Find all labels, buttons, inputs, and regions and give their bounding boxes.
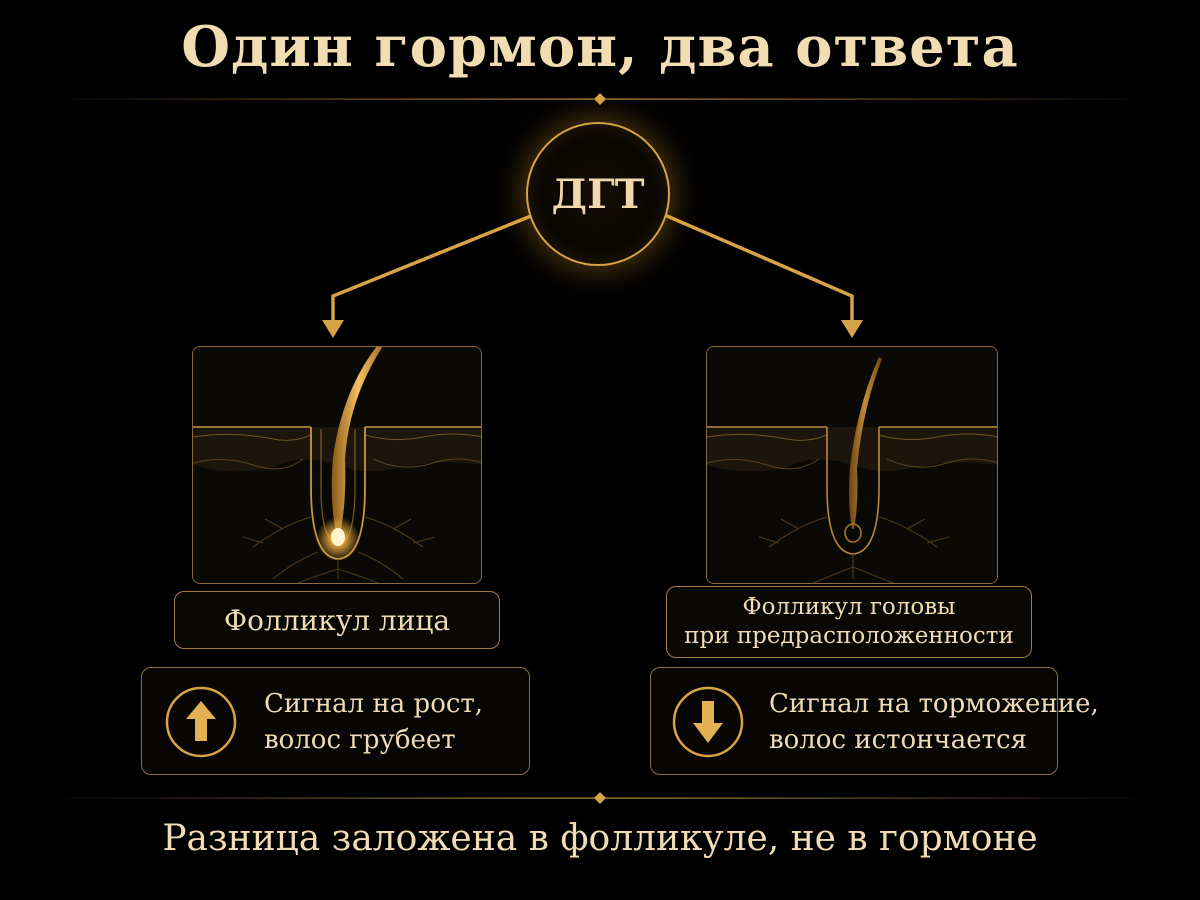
effect-box-inhibition: Сигнал на торможение, волос истончается xyxy=(650,667,1099,775)
hormone-label: ДГТ xyxy=(551,170,645,218)
follicle-label-scalp: Фолликул головы при предрасположенности xyxy=(666,586,1032,658)
footer-caption: Разница заложена в фолликуле, не в гормо… xyxy=(162,818,1038,859)
follicle-label-face-text: Фолликул лица xyxy=(223,603,451,637)
arrow-up-icon xyxy=(165,686,237,758)
follicle-panel-scalp xyxy=(706,346,998,584)
arrow-down-icon xyxy=(672,686,744,758)
follicle-panel-face xyxy=(192,346,482,584)
effect-text-growth: Сигнал на рост, волос грубеет xyxy=(264,686,483,758)
right-branch-line xyxy=(665,214,854,324)
page-title: Один гормон, два ответа xyxy=(181,14,1019,80)
effect-box-growth: Сигнал на рост, волос грубеет xyxy=(141,667,530,775)
follicle-label-face: Фолликул лица xyxy=(174,591,500,649)
follicle-label-scalp-line-2: при предрасположенности xyxy=(684,623,1014,649)
bottom-divider xyxy=(40,792,1160,804)
top-divider xyxy=(40,93,1160,105)
effect-text-inhibition-line-2: волос истончается xyxy=(769,725,1027,755)
follicle-label-scalp-line-1: Фолликул головы xyxy=(742,594,956,620)
right-branch-arrowhead xyxy=(841,320,863,338)
follicle-face-illustration xyxy=(193,347,481,583)
follicle-scalp-illustration xyxy=(707,347,997,583)
effect-text-inhibition: Сигнал на торможение, волос истончается xyxy=(769,686,1099,758)
effect-text-inhibition-line-1: Сигнал на торможение, xyxy=(769,689,1099,719)
left-branch-line xyxy=(331,214,533,324)
effect-text-growth-line-1: Сигнал на рост, xyxy=(264,689,484,719)
effect-text-growth-line-2: волос грубеет xyxy=(264,725,456,755)
left-branch-arrowhead xyxy=(322,320,344,338)
hormone-node: ДГТ xyxy=(526,122,670,266)
